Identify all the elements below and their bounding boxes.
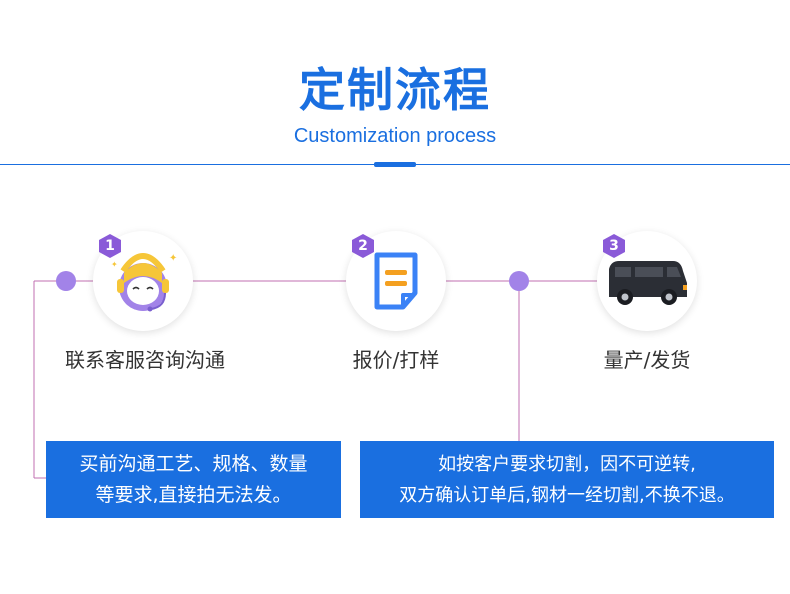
pre-purchase-note: 买前沟通工艺、规格、数量 等要求,直接拍无法发。	[46, 441, 341, 518]
step-2-label: 报价/打样	[352, 348, 440, 372]
document-quote-icon	[374, 252, 418, 310]
cutting-policy-note: 如按客户要求切割，因不可逆转, 双方确认订单后,钢材一经切割,不换不退。	[360, 441, 774, 518]
header-divider-accent	[374, 162, 416, 167]
step-3-label: 量产/发货	[603, 348, 691, 372]
customer-service-headset-icon: ✦ ✦	[111, 253, 177, 312]
timeline-dot-left	[56, 271, 76, 291]
step-1-label: 联系客服咨询沟通	[65, 348, 225, 372]
step-1-icon-circle: ✦ ✦	[93, 231, 193, 331]
pre-purchase-note-line-2: 等要求,直接拍无法发。	[95, 484, 292, 506]
step-1-number-badge: 1	[97, 233, 123, 259]
svg-text:✦: ✦	[111, 260, 118, 269]
page-title: 定制流程	[299, 63, 491, 117]
step-2-number-badge: 2	[350, 233, 376, 259]
step-3-number-badge: 3	[601, 233, 627, 259]
pre-purchase-note-line-1: 买前沟通工艺、规格、数量	[79, 453, 308, 475]
cutting-policy-note-line-1: 如按客户要求切割，因不可逆转,	[438, 454, 696, 475]
page-subtitle: Customization process	[293, 125, 497, 147]
cutting-policy-note-line-2: 双方确认订单后,钢材一经切割,不换不退。	[399, 485, 735, 506]
svg-text:✦: ✦	[169, 253, 177, 264]
timeline-dot-right	[509, 271, 529, 291]
delivery-van-icon	[609, 261, 687, 305]
